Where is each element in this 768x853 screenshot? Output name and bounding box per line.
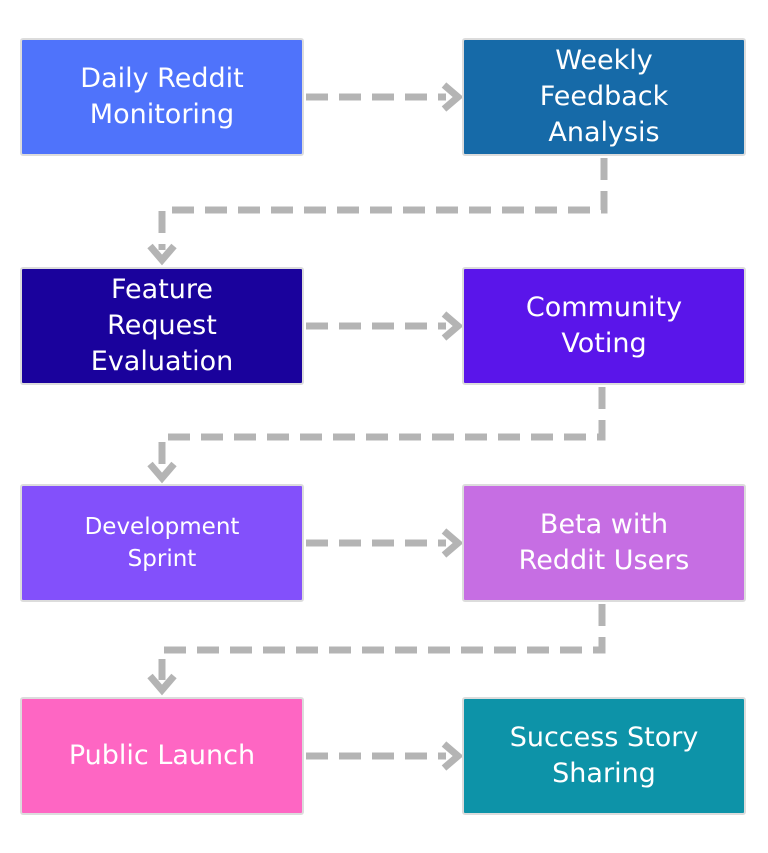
node-label: Public Launch <box>68 740 256 771</box>
arrow-daily-to-weekly <box>306 82 464 112</box>
node-beta-with-reddit-users: Beta with Reddit Users <box>462 484 746 602</box>
node-daily-reddit-monitoring: Daily Reddit Monitoring <box>20 38 304 156</box>
arrow-voting-to-sprint <box>147 387 606 484</box>
arrow-feature-to-voting <box>306 311 464 341</box>
node-label: Beta with Reddit Users <box>518 509 690 576</box>
node-community-voting: Community Voting <box>462 267 746 385</box>
node-feature-request-evaluation: Feature Request Evaluation <box>20 267 304 385</box>
node-label: Daily Reddit Monitoring <box>80 63 244 130</box>
node-weekly-feedback-analysis: Weekly Feedback Analysis <box>462 38 746 156</box>
node-development-sprint: Development Sprint <box>20 484 304 602</box>
node-label: Weekly Feedback Analysis <box>539 45 669 148</box>
arrow-weekly-to-feature <box>147 158 608 266</box>
arrow-beta-to-launch <box>147 604 606 696</box>
node-public-launch: Public Launch <box>20 697 304 815</box>
arrow-sprint-to-beta <box>306 528 464 558</box>
node-label: Community Voting <box>525 292 683 359</box>
node-success-story-sharing: Success Story Sharing <box>462 697 746 815</box>
node-label: Development Sprint <box>84 514 240 572</box>
arrow-launch-to-success <box>306 741 464 771</box>
node-label: Success Story Sharing <box>509 722 699 789</box>
node-label: Feature Request Evaluation <box>90 274 234 377</box>
